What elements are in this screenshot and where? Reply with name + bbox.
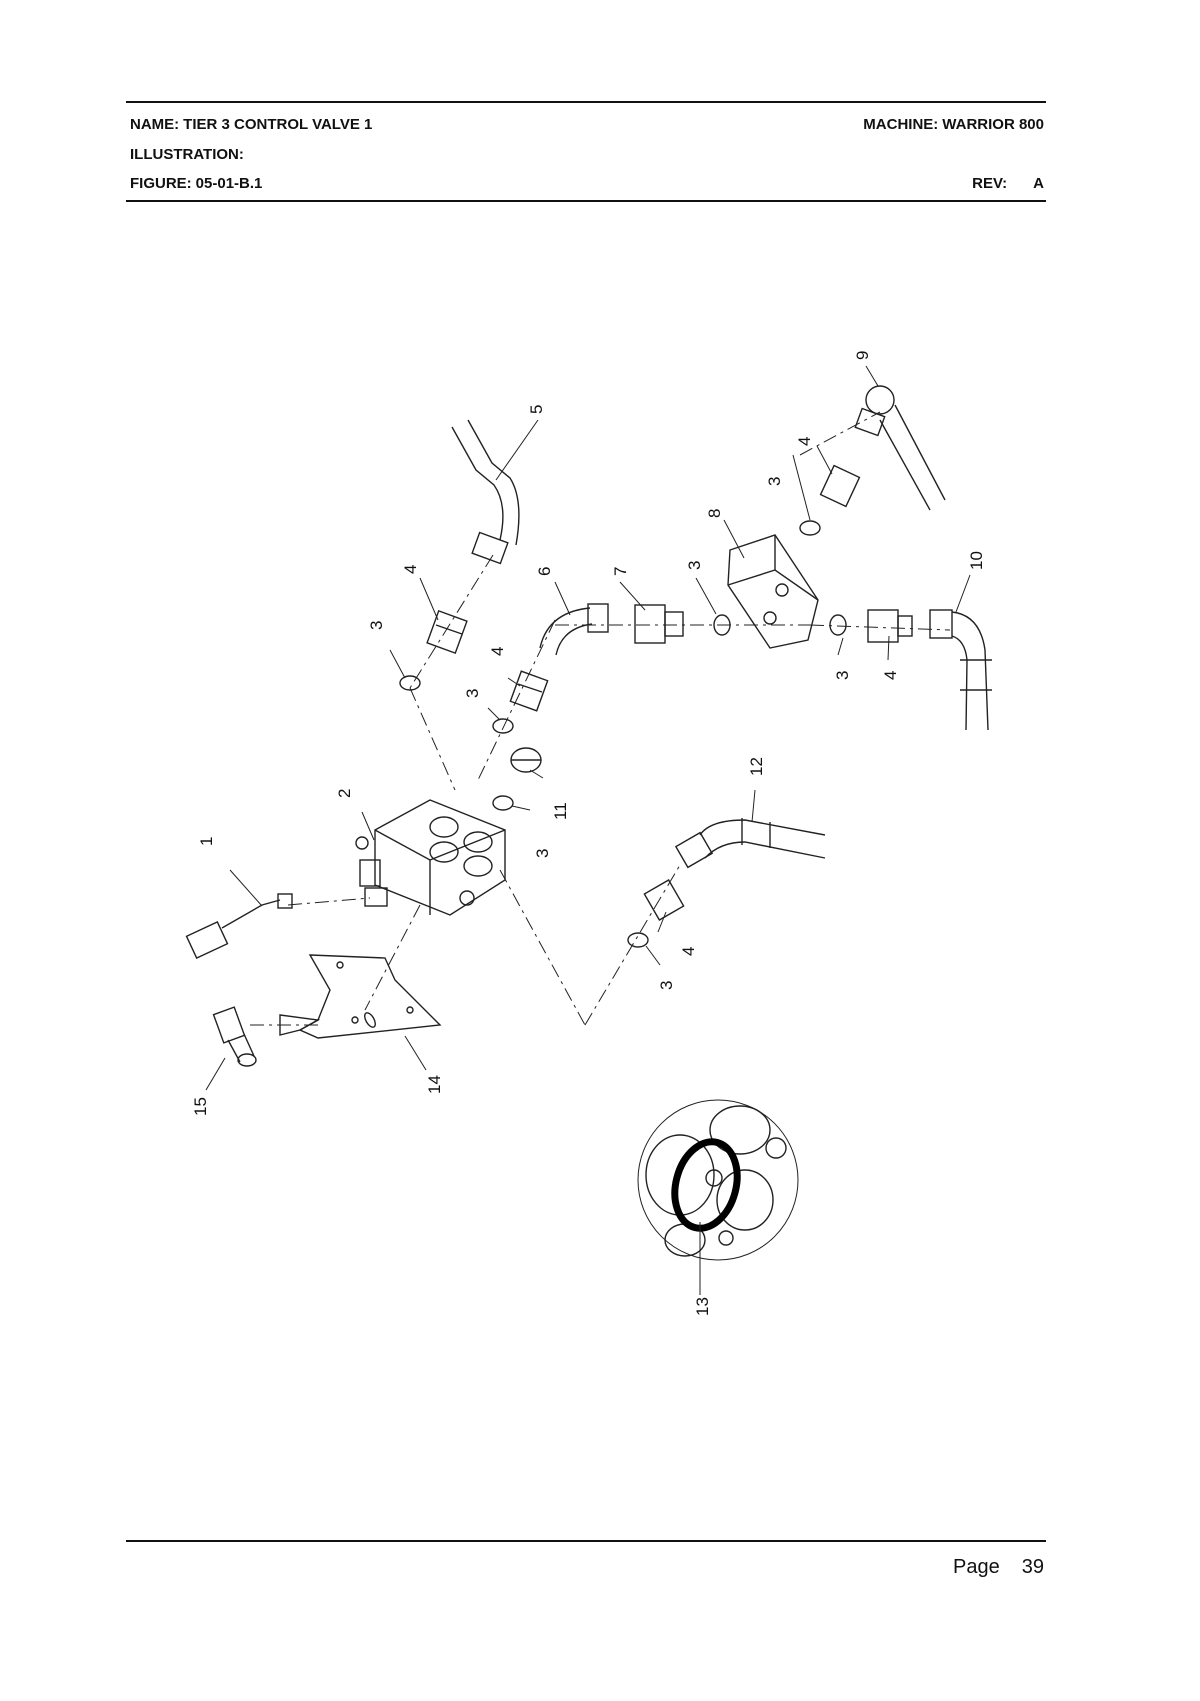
valve-block-8 (727, 534, 819, 649)
o-ring-3-d (713, 614, 731, 636)
o-ring-3-b (492, 718, 514, 734)
bracket-14 (279, 954, 442, 1039)
sensor-1 (185, 893, 293, 959)
callout-5: 5 (527, 405, 546, 414)
machine-label: MACHINE: (863, 116, 939, 133)
callout-14: 14 (425, 1075, 444, 1094)
callout-7: 7 (611, 567, 630, 576)
o-ring-3-a (399, 675, 421, 691)
callout-3-e: 3 (765, 477, 784, 486)
callout-3-c: 3 (533, 849, 552, 858)
o-ring-3-c (492, 795, 514, 811)
plug-11 (510, 747, 542, 773)
callout-15: 15 (191, 1097, 210, 1116)
page-label: Page (953, 1556, 1000, 1578)
figure-label: FIGURE: (130, 175, 192, 192)
page-number: 39 (1021, 1556, 1044, 1578)
callout-1: 1 (197, 837, 216, 846)
adapter-7 (634, 604, 684, 644)
hose-12 (674, 818, 826, 869)
header-bottom-rule (126, 200, 1046, 202)
illustration-field: ILLUSTRATION: (130, 146, 244, 163)
callout-3-f: 3 (833, 671, 852, 680)
header-top-rule (126, 101, 1046, 103)
callout-4-e: 4 (679, 947, 698, 956)
fitting-4-right (867, 609, 913, 643)
rev-value: A (1033, 175, 1044, 192)
figure-field: FIGURE:05-01-B.1 (130, 175, 262, 192)
callout-4-b: 4 (488, 647, 507, 656)
illustration-label: ILLUSTRATION: (130, 146, 244, 163)
callout-12: 12 (747, 757, 766, 776)
page-footer: Page 39 (953, 1556, 1044, 1579)
callout-4-a: 4 (401, 565, 420, 574)
swivel-9 (854, 385, 946, 511)
bolt-15 (212, 1006, 257, 1067)
hose-5 (451, 419, 520, 565)
o-ring-3-g (627, 932, 649, 948)
figure-value: 05-01-B.1 (195, 175, 263, 192)
callout-9: 9 (853, 351, 872, 360)
fitting-4-upper-right (819, 464, 861, 508)
callout-3-a: 3 (367, 621, 386, 630)
seal-kit-13 (637, 1099, 799, 1261)
o-ring-3-e (829, 614, 847, 636)
callout-4-c: 4 (795, 437, 814, 446)
fitting-4-lower (643, 879, 685, 921)
o-ring-3-f (799, 520, 821, 536)
fitting-4-upper-left (426, 609, 468, 655)
callout-2: 2 (335, 789, 354, 798)
callout-10: 10 (967, 551, 986, 570)
name-value: TIER 3 CONTROL VALVE 1 (183, 116, 373, 133)
rev-field: REV: A (972, 175, 1044, 192)
name-field: NAME:TIER 3 CONTROL VALVE 1 (130, 116, 372, 133)
footer-rule (126, 1540, 1046, 1542)
fitting-4-center (509, 670, 549, 712)
callout-11: 11 (551, 802, 570, 820)
callout-4-d: 4 (881, 671, 900, 680)
rev-label: REV: (972, 175, 1008, 192)
callout-3-b: 3 (463, 689, 482, 698)
elbow-6 (539, 603, 609, 656)
callout-6: 6 (535, 567, 554, 576)
callout-3-d: 3 (685, 561, 704, 570)
callout-8: 8 (705, 509, 724, 518)
control-valve-2 (355, 799, 506, 916)
hose-10 (929, 609, 992, 731)
callout-leaders (205, 365, 971, 1295)
callout-13: 13 (693, 1297, 712, 1316)
callout-3-g: 3 (657, 981, 676, 990)
name-label: NAME: (130, 116, 180, 133)
machine-field: MACHINE:WARRIOR 800 (863, 116, 1044, 133)
machine-value: WARRIOR 800 (942, 116, 1044, 133)
assembly-centerlines (250, 411, 951, 1026)
